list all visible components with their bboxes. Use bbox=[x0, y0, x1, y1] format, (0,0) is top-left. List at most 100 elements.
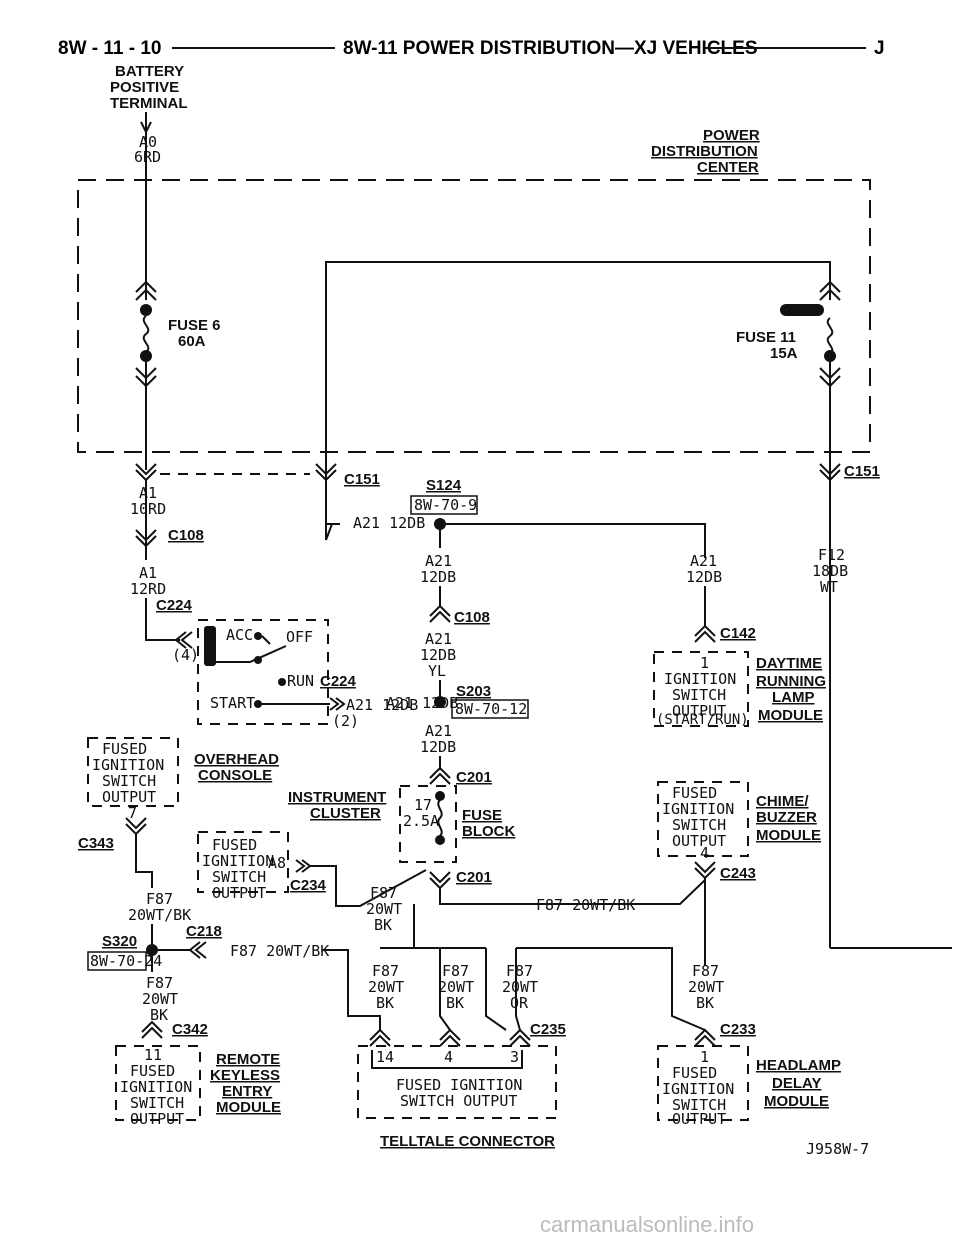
c201-label-bottom: C201 bbox=[456, 869, 492, 886]
wire-a21-right-2: 12DB bbox=[686, 568, 722, 586]
connector-icon bbox=[819, 463, 841, 482]
wire-10rd: 10RD bbox=[130, 500, 166, 518]
c235-label: C235 bbox=[530, 1021, 566, 1038]
battery-label-2: POSITIVE bbox=[110, 79, 179, 96]
wire-f87b-2: 20WT bbox=[142, 990, 178, 1008]
wire-f87e-1: F87 bbox=[506, 962, 533, 980]
overhead-b1: FUSED bbox=[102, 740, 147, 758]
pdc-box bbox=[77, 179, 871, 453]
battery-arrow bbox=[140, 112, 152, 135]
rke-pin: 11 bbox=[144, 1046, 162, 1064]
chime-b3: SWITCH bbox=[672, 816, 726, 834]
connector-icon bbox=[315, 463, 337, 482]
c233-label: C233 bbox=[720, 1021, 756, 1038]
wire-a21-12db: A21 12DB bbox=[353, 514, 425, 532]
fuse-11-amp: 15A bbox=[770, 345, 798, 362]
wire-12rd: 12RD bbox=[130, 580, 166, 598]
wire-f12-1: F12 bbox=[818, 546, 845, 564]
connector-icon bbox=[135, 280, 157, 301]
wire-a1-2: A1 bbox=[139, 564, 157, 582]
chime-box bbox=[657, 781, 749, 857]
wire-f87a-3: BK bbox=[374, 916, 392, 934]
headlamp-label-3: MODULE bbox=[764, 1093, 829, 1110]
wire-f87a-2: 20WT bbox=[366, 900, 402, 918]
c343-label: C343 bbox=[78, 835, 114, 852]
instrument-cluster-2: CLUSTER bbox=[310, 805, 381, 822]
rke-b3: SWITCH bbox=[130, 1094, 184, 1112]
connector-icon bbox=[135, 529, 157, 548]
wire-12db-center: 12DB bbox=[420, 568, 456, 586]
wire-f87c-2: 20WT bbox=[368, 978, 404, 996]
cluster-b4: OUTPUT bbox=[212, 884, 266, 902]
headlamp-label-1: HEADLAMP bbox=[756, 1057, 841, 1074]
wire-f87f-1: F87 bbox=[692, 962, 719, 980]
pin-4: (4) bbox=[172, 646, 199, 664]
wire-f87e-3: OR bbox=[510, 994, 529, 1012]
c224-label-switch: C224 bbox=[320, 673, 357, 690]
rke-label-4: MODULE bbox=[216, 1099, 281, 1116]
drl-b1: IGNITION bbox=[664, 670, 736, 688]
fuse-6-label: FUSE 6 bbox=[168, 317, 221, 334]
connector-icon bbox=[694, 861, 716, 880]
c224-label-top: C224 bbox=[156, 597, 193, 614]
splice-s203-icon bbox=[434, 696, 446, 708]
c151-label-right: C151 bbox=[844, 463, 880, 480]
s203-label: S203 bbox=[456, 683, 491, 700]
wire-a21-b1: A21 bbox=[425, 722, 452, 740]
wire-a1: A1 bbox=[139, 484, 157, 502]
wire-f87-left-1: F87 bbox=[146, 890, 173, 908]
switch-run: RUN bbox=[287, 672, 314, 690]
wire-a21-yl-3: YL bbox=[428, 662, 446, 680]
overhead-console-1: OVERHEAD bbox=[194, 751, 279, 768]
wire-f87b-3: BK bbox=[150, 1006, 168, 1024]
fuse-terminal-icon bbox=[824, 350, 836, 362]
ref-8w-70-12: 8W-70-12 bbox=[455, 700, 527, 718]
wire-f12-3: WT bbox=[820, 578, 838, 596]
connector-icon bbox=[819, 280, 841, 301]
page-number: 8W - 11 - 10 bbox=[58, 38, 162, 59]
wire-f87-left-2: 20WT/BK bbox=[128, 906, 191, 924]
fuse-6-icon bbox=[142, 315, 150, 353]
wire-f87b-1: F87 bbox=[146, 974, 173, 992]
battery-label-1: BATTERY bbox=[115, 63, 184, 80]
ref-8w-70-24: 8W-70-24 bbox=[90, 952, 162, 970]
s320-label: S320 bbox=[102, 933, 137, 950]
fuse-11-label: FUSE 11 bbox=[736, 329, 796, 346]
s124-label: S124 bbox=[426, 477, 462, 494]
fuse-17-amp: 2.5A bbox=[403, 812, 439, 830]
connector-icon bbox=[694, 624, 716, 643]
pdc-label-3: CENTER bbox=[697, 159, 759, 176]
c151-label-left: C151 bbox=[344, 471, 380, 488]
instrument-cluster-1: INSTRUMENT bbox=[288, 789, 386, 806]
c108-label-left: C108 bbox=[168, 527, 204, 544]
rke-b2: IGNITION bbox=[120, 1078, 192, 1096]
rke-box bbox=[115, 1045, 201, 1121]
drl-label-2: RUNNING bbox=[756, 673, 826, 690]
connector-icon bbox=[509, 1028, 531, 1047]
pin-2: (2) bbox=[332, 712, 359, 730]
wire-f87a-1: F87 bbox=[370, 884, 397, 902]
rke-b4: OUTPUT bbox=[130, 1110, 184, 1128]
wire-f87d-2: 20WT bbox=[438, 978, 474, 996]
splice-s320-icon bbox=[146, 944, 158, 956]
wire-f87c-1: F87 bbox=[372, 962, 399, 980]
cluster-b1: FUSED bbox=[212, 836, 257, 854]
headlamp-label-2: DELAY bbox=[772, 1075, 821, 1092]
wire-f87e-2: 20WT bbox=[502, 978, 538, 996]
switch-off: OFF bbox=[286, 628, 313, 646]
connector-icon bbox=[429, 604, 451, 623]
drl-box bbox=[653, 651, 749, 727]
ref-box-2 bbox=[451, 699, 529, 719]
rke-label-1: REMOTE bbox=[216, 1051, 280, 1068]
c201-label-top: C201 bbox=[456, 769, 492, 786]
headlamp-b1: FUSED bbox=[672, 1064, 717, 1082]
chime-label-2: BUZZER bbox=[756, 809, 817, 826]
overhead-box bbox=[87, 737, 179, 807]
wire-6rd: 6RD bbox=[134, 148, 161, 166]
wire-f87f-2: 20WT bbox=[688, 978, 724, 996]
wire-a0: A0 bbox=[139, 133, 157, 151]
connector-icon bbox=[174, 631, 193, 649]
connector-icon bbox=[429, 766, 451, 785]
cluster-b2: IGNITION bbox=[202, 852, 274, 870]
c243-label: C243 bbox=[720, 865, 756, 882]
